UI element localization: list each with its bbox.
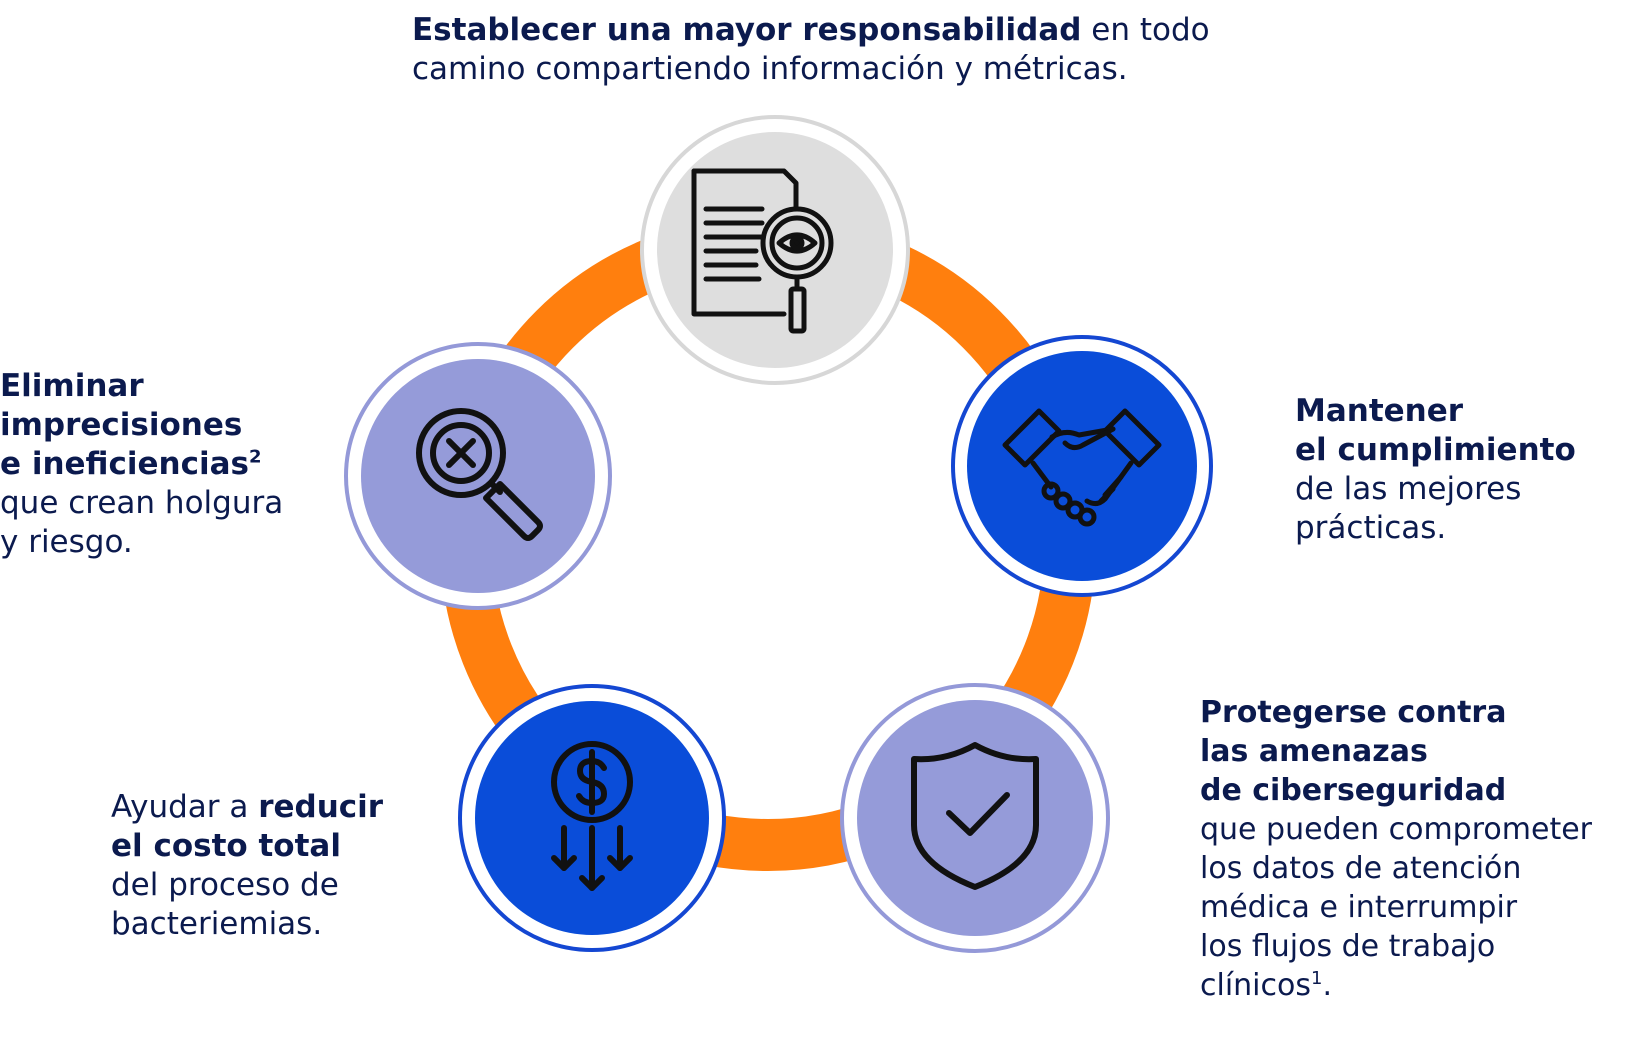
label-right: Mantener el cumplimiento de las mejores … bbox=[1295, 392, 1576, 548]
label-bl-line1-normal: Ayudar a bbox=[111, 789, 259, 825]
label-br-line2: las amenazas bbox=[1200, 734, 1428, 769]
label-top-bold: Establecer una mayor responsabilidad bbox=[412, 12, 1082, 48]
label-br-line8: clínicos bbox=[1200, 968, 1311, 1003]
handshake-icon bbox=[1002, 408, 1162, 527]
label-left-line3: e ineficiencias bbox=[0, 446, 249, 482]
label-right-line3: de las mejores bbox=[1295, 471, 1522, 507]
dollar-down-icon bbox=[551, 741, 633, 891]
label-left-line4: que crean holgura bbox=[0, 485, 284, 521]
shield-check-icon bbox=[911, 742, 1039, 890]
node-left bbox=[344, 342, 612, 610]
footnote-1: 1 bbox=[1311, 968, 1323, 989]
label-br-line4: que pueden comprometer bbox=[1200, 812, 1592, 847]
label-top-line2: camino compartiendo información y métric… bbox=[412, 51, 1128, 87]
footnote-2: 2 bbox=[248, 446, 262, 468]
node-bottom-left bbox=[458, 684, 726, 952]
node-bottom-right bbox=[840, 683, 1110, 953]
label-left: Eliminar imprecisiones e ineficiencias2 … bbox=[0, 367, 283, 562]
label-br-line1: Protegerse contra bbox=[1200, 695, 1507, 730]
label-br-line6: médica e interrumpir bbox=[1200, 890, 1518, 925]
label-br-line3: de ciberseguridad bbox=[1200, 773, 1507, 808]
label-left-line5: y riesgo. bbox=[0, 524, 133, 560]
label-bl-line3: del proceso de bbox=[111, 867, 339, 903]
label-br-line8-end: . bbox=[1322, 968, 1332, 1003]
label-bottom-left: Ayudar a reducir el costo total del proc… bbox=[111, 788, 383, 944]
document-search-icon bbox=[691, 168, 834, 334]
node-right bbox=[951, 335, 1213, 597]
label-left-line2: imprecisiones bbox=[0, 407, 243, 443]
label-top: Establecer una mayor responsabilidad en … bbox=[412, 11, 1210, 89]
label-bl-line1-bold: reducir bbox=[258, 789, 384, 825]
label-top-rest: en todo bbox=[1081, 12, 1210, 48]
label-bl-line4: bacteriemias. bbox=[111, 906, 323, 942]
label-bottom-right: Protegerse contra las amenazas de cibers… bbox=[1200, 693, 1592, 1005]
label-bl-line2: el costo total bbox=[111, 828, 341, 864]
label-right-line1: Mantener bbox=[1295, 393, 1464, 429]
label-left-line1: Eliminar bbox=[0, 368, 144, 404]
label-right-line2: el cumplimiento bbox=[1295, 432, 1576, 468]
node-top bbox=[640, 115, 910, 385]
label-right-line4: prácticas. bbox=[1295, 510, 1447, 546]
search-x-icon bbox=[416, 408, 543, 541]
label-br-line5: los datos de atención bbox=[1200, 851, 1522, 886]
label-br-line7: los flujos de trabajo bbox=[1200, 929, 1496, 964]
